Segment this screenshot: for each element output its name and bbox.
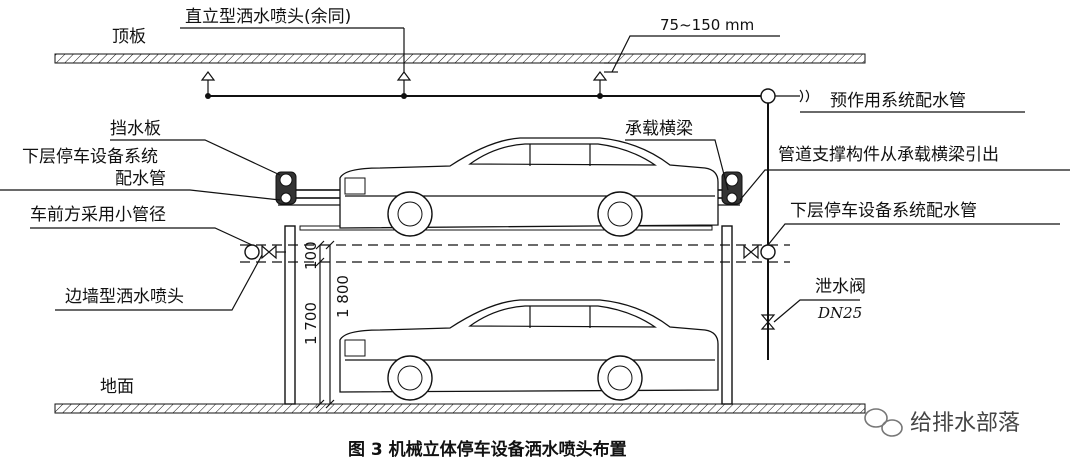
dim-100: 100 bbox=[302, 241, 320, 270]
label-sidewall-sprinkler: 边墙型洒水喷头 bbox=[65, 287, 184, 307]
label-preaction-pipe: 预作用系统配水管 bbox=[830, 91, 966, 111]
label-small-pipe: 车前方采用小管径 bbox=[30, 205, 166, 225]
label-distance: 75~150 mm bbox=[660, 16, 754, 34]
left-splash-device bbox=[275, 171, 297, 205]
label-beam: 承载横梁 bbox=[625, 119, 693, 139]
upper-car bbox=[339, 137, 719, 237]
right-splash-device bbox=[721, 171, 743, 205]
label-splash-plate: 挡水板 bbox=[110, 119, 161, 139]
label-drain-size: DN25 bbox=[817, 304, 862, 322]
label-drain-valve: 泄水阀 bbox=[815, 277, 866, 297]
watermark: 给排水部落 bbox=[864, 408, 1020, 437]
label-upright-sprinkler: 直立型洒水喷头(余同) bbox=[185, 7, 351, 27]
drain-valve-icon bbox=[760, 314, 776, 330]
upright-sprinkler-1 bbox=[200, 71, 216, 99]
label-lower-pipe-left-1: 下层停车设备系统 bbox=[22, 147, 158, 167]
upright-sprinkler-2 bbox=[396, 71, 412, 99]
label-support-note: 管道支撑构件从承载横梁引出 bbox=[778, 145, 999, 165]
right-sidewall-sprinkler bbox=[743, 244, 776, 260]
dimension-leader bbox=[611, 35, 780, 73]
left-column bbox=[284, 225, 296, 405]
label-lower-pipe-left-2: 配水管 bbox=[115, 169, 166, 189]
watermark-text: 给排水部落 bbox=[910, 411, 1020, 436]
upright-sprinkler-3 bbox=[592, 71, 608, 99]
dim-1700: 1 700 bbox=[302, 302, 320, 345]
label-floor: 地面 bbox=[100, 377, 134, 397]
dim-1800: 1 800 bbox=[334, 275, 352, 318]
pipe-break-mark bbox=[775, 89, 810, 103]
label-top-slab: 顶板 bbox=[112, 27, 146, 47]
lower-car bbox=[339, 299, 719, 401]
figure-caption: 图 3 机械立体停车设备洒水喷头布置 bbox=[348, 439, 627, 460]
left-sidewall-sprinkler bbox=[244, 244, 286, 260]
wechat-icon bbox=[864, 408, 903, 437]
ceiling-slab bbox=[54, 53, 866, 64]
right-column bbox=[721, 225, 733, 405]
floor-slab bbox=[54, 403, 866, 414]
pipe-riser-junction bbox=[760, 88, 776, 104]
label-lower-pipe-right: 下层停车设备系统配水管 bbox=[790, 201, 977, 221]
